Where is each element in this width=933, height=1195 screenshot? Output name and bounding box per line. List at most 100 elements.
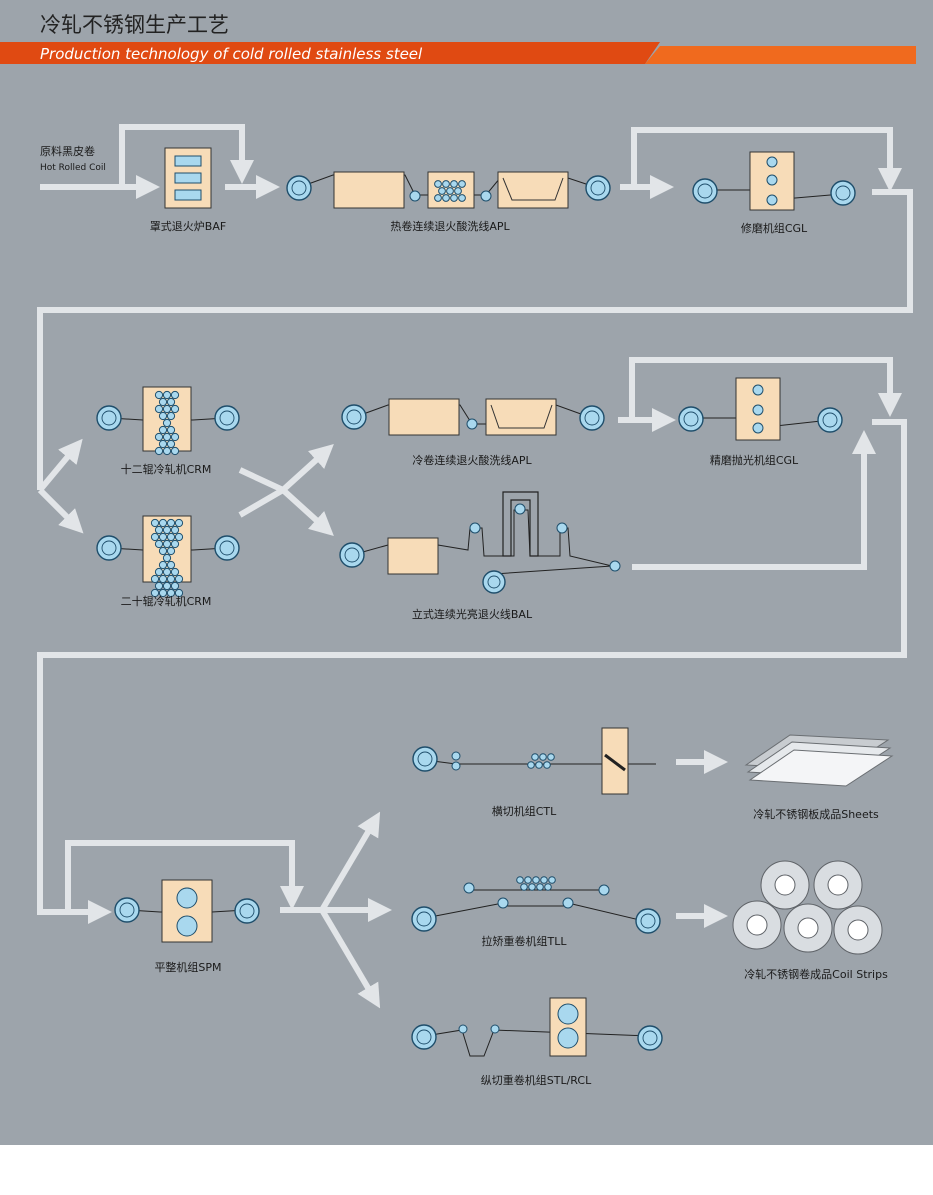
roller-icon <box>158 425 168 435</box>
roller-icon <box>170 567 180 577</box>
roller-icon <box>170 404 180 414</box>
roller-icon <box>154 525 164 535</box>
cgl-polish-label: 精磨抛光机组CGL <box>710 453 799 467</box>
roller-icon <box>166 397 176 407</box>
spm-mill <box>114 879 260 943</box>
roller-icon <box>458 180 466 188</box>
roller-icon <box>158 560 168 570</box>
title-banner <box>0 42 916 64</box>
roller-icon <box>752 422 764 434</box>
sheets-product-image <box>744 734 894 787</box>
roller-icon <box>766 174 778 186</box>
roller-icon <box>536 883 544 891</box>
tll-label: 拉矫重卷机组TLL <box>482 934 568 948</box>
roller-icon <box>154 446 164 456</box>
coil-core-icon <box>774 874 796 896</box>
roller-icon <box>543 761 551 769</box>
roller-icon <box>434 194 442 202</box>
roller-icon <box>442 194 450 202</box>
roller-icon <box>158 397 168 407</box>
roller-icon <box>174 574 184 584</box>
roller-icon <box>174 588 184 598</box>
roller-icon <box>174 532 184 542</box>
baf-furnace <box>164 147 212 209</box>
roller-icon <box>154 539 164 549</box>
roller-icon <box>150 532 160 542</box>
page-subtitle: Production technology of cold rolled sta… <box>40 45 423 63</box>
spm-label: 平整机组SPM <box>154 960 221 974</box>
roller-icon <box>158 546 168 556</box>
roller-icon <box>150 518 160 528</box>
roller-icon <box>766 156 778 168</box>
roller-icon <box>752 384 764 396</box>
hot-apl-line <box>286 171 611 209</box>
page-title: 冷轧不锈钢生产工艺 <box>40 13 229 37</box>
roller-icon <box>170 581 180 591</box>
roller-icon <box>162 553 172 563</box>
roller-icon <box>166 546 176 556</box>
roller-icon <box>158 439 168 449</box>
roller-icon <box>442 180 450 188</box>
roller-icon <box>752 404 764 416</box>
roller-icon <box>524 876 532 884</box>
roller-icon <box>170 390 180 400</box>
roller-icon <box>162 432 172 442</box>
tll-line <box>411 876 661 934</box>
baf-label: 罩式退火炉BAF <box>150 220 226 233</box>
roller-icon <box>434 180 442 188</box>
roller-icon <box>166 588 176 598</box>
roller-icon <box>528 883 536 891</box>
ctl-label: 横切机组CTL <box>492 804 557 818</box>
roller-icon <box>446 187 454 195</box>
cgl-grind-label: 修磨机组CGL <box>741 221 808 235</box>
crm12-mill <box>96 386 240 456</box>
roller-icon <box>438 187 446 195</box>
roller-icon <box>170 432 180 442</box>
roller-icon <box>527 761 535 769</box>
hot-apl-label: 热卷连续退火酸洗线APL <box>390 219 510 233</box>
cold-apl-line <box>341 398 605 436</box>
roller-icon <box>170 539 180 549</box>
roller-icon <box>154 390 164 400</box>
roller-icon <box>154 567 164 577</box>
bal-line <box>339 491 621 594</box>
roller-icon <box>540 876 548 884</box>
stl-line <box>411 997 663 1057</box>
crm20-label: 二十辊冷轧机CRM <box>121 594 212 608</box>
roller-icon <box>162 567 172 577</box>
roller-icon <box>450 180 458 188</box>
roller-icon <box>544 883 552 891</box>
roller-icon <box>154 581 164 591</box>
roller-icon <box>166 560 176 570</box>
roller-icon <box>158 588 168 598</box>
roller-icon <box>547 753 555 761</box>
input-label-cn: 原料黑皮卷 <box>40 144 95 158</box>
roller-icon <box>535 761 543 769</box>
crm12-label: 十二辊冷轧机CRM <box>121 462 212 476</box>
stl-label: 纵切重卷机组STL/RCL <box>481 1073 592 1087</box>
roller-icon <box>162 404 172 414</box>
roller-icon <box>176 915 198 937</box>
roller-icon <box>166 574 176 584</box>
roller-icon <box>166 532 176 542</box>
roller-icon <box>154 404 164 414</box>
coils-product-image <box>732 860 883 955</box>
roller-icon <box>166 411 176 421</box>
cold-apl-label: 冷卷连续退火酸洗线APL <box>412 453 532 467</box>
roller-icon <box>166 518 176 528</box>
coil-core-icon <box>797 917 819 939</box>
coil-core-icon <box>847 919 869 941</box>
cgl-polish <box>678 377 843 441</box>
coils-label: 冷轧不锈钢卷成品Coil Strips <box>744 967 888 981</box>
cgl-grind <box>692 151 856 211</box>
roller-icon <box>539 753 547 761</box>
roller-icon <box>162 581 172 591</box>
roller-icon <box>162 418 172 428</box>
roller-icon <box>158 532 168 542</box>
roller-icon <box>450 194 458 202</box>
roller-icon <box>170 446 180 456</box>
roller-icon <box>158 411 168 421</box>
roller-icon <box>458 194 466 202</box>
